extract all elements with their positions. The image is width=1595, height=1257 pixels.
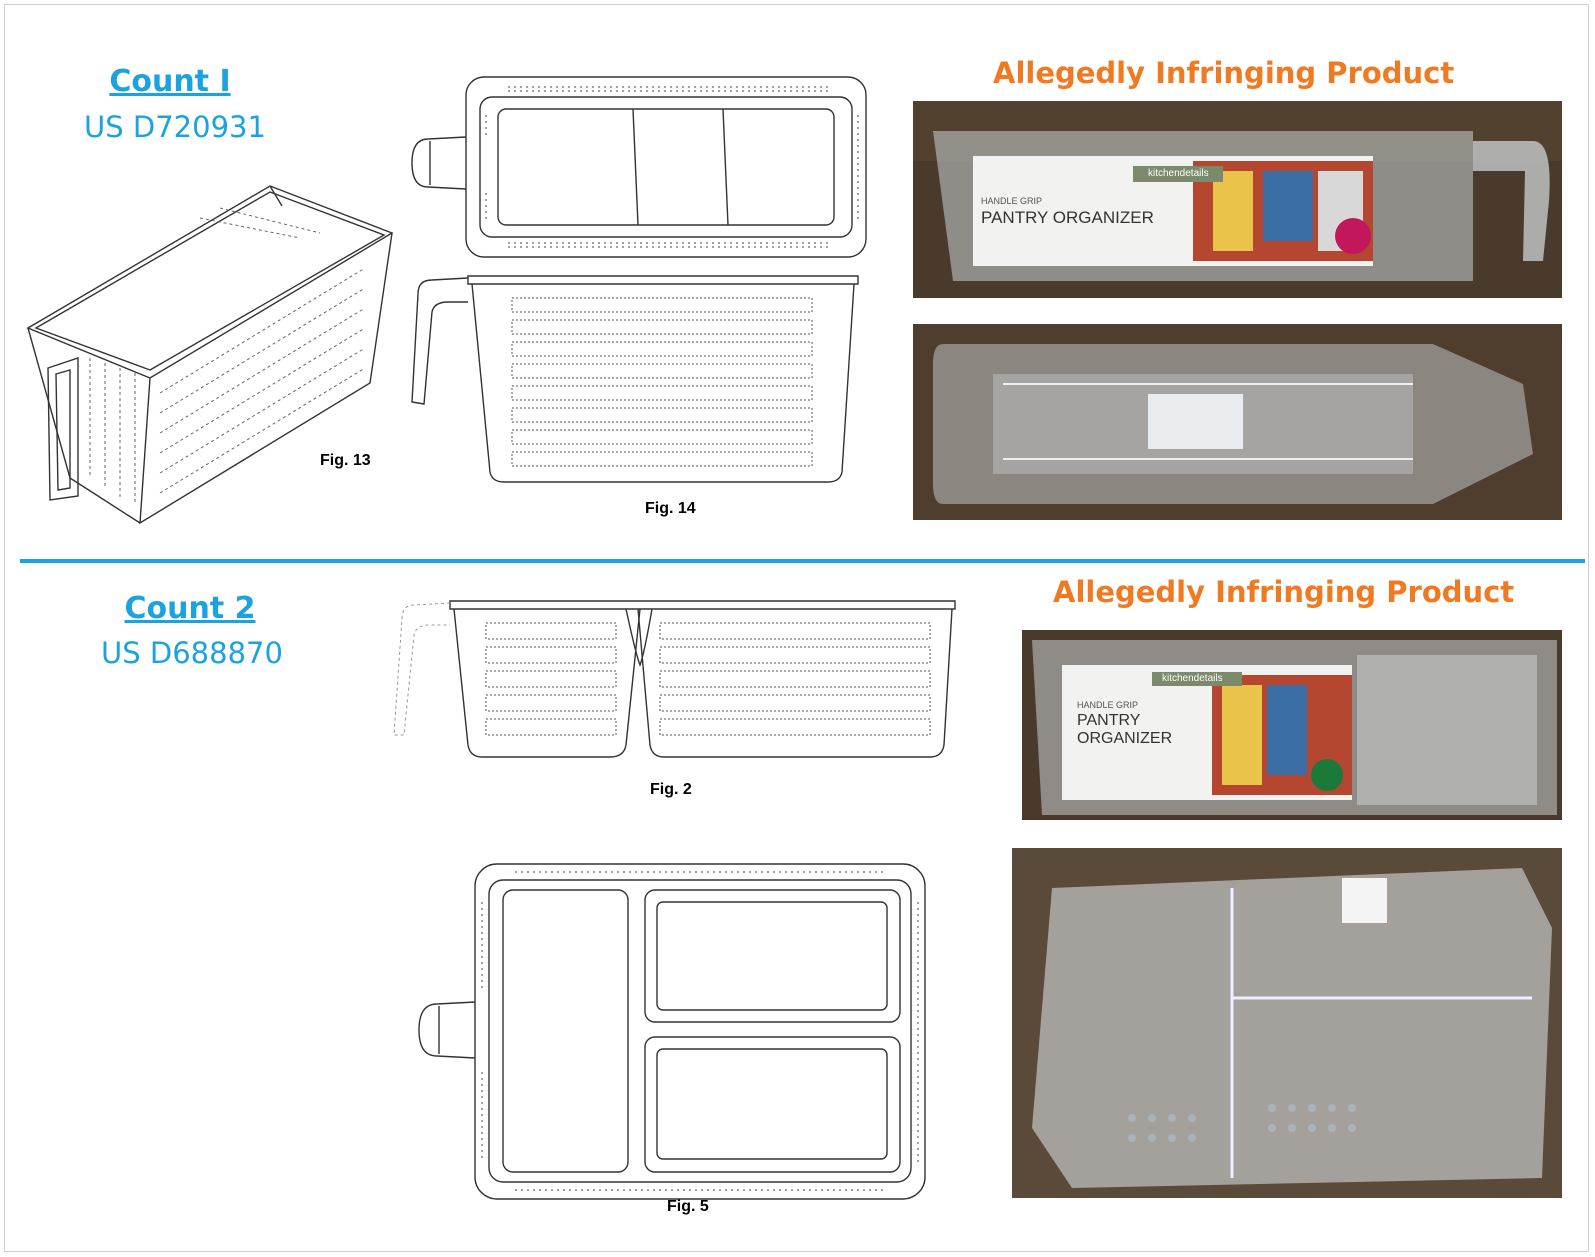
- count-2-photo-1-label-line1: HANDLE GRIP: [1077, 700, 1139, 710]
- count-1-photo-1-label-line1: HANDLE GRIP: [981, 196, 1043, 206]
- fig-13-basket-drawing: [26, 185, 394, 525]
- fig-13-dot-pattern: [89, 207, 366, 503]
- fig-14-top-view-drawing: [411, 76, 867, 258]
- fig-14-side-view-drawing: [411, 275, 859, 483]
- fig-13-label: Fig. 13: [320, 452, 371, 469]
- count-2-product-heading: Allegedly Infringing Product: [1053, 575, 1515, 609]
- count-2-product-photo-2: [1012, 848, 1562, 1198]
- fig-14-label: Fig. 14: [645, 500, 696, 517]
- fig-5-top-view-drawing: [418, 863, 926, 1200]
- count-2-photo-1-label-line2: PANTRY: [1077, 712, 1141, 729]
- count-1-product-photo-1: kitchendetails HANDLE GRIP PANTRY ORGANI…: [913, 101, 1562, 298]
- count-2-title[interactable]: Count 2: [124, 591, 256, 626]
- count-1-photo-1-label-line2: PANTRY ORGANIZER: [981, 208, 1154, 227]
- fig-2-grid-pattern: [485, 622, 931, 736]
- count-2-photo-1-brand: kitchendetails: [1162, 673, 1223, 684]
- fig-14-grid-pattern: [511, 297, 813, 467]
- fig-5-label: Fig. 5: [667, 1198, 709, 1215]
- count-1-product-heading: Allegedly Infringing Product: [993, 56, 1455, 90]
- count-1-photo-1-brand: kitchendetails: [1148, 168, 1209, 179]
- section-divider: [20, 559, 1585, 563]
- count-2-patent-number: US D688870: [101, 636, 283, 670]
- count-1-product-photo-2: [913, 324, 1562, 520]
- fig-2-label: Fig. 2: [650, 781, 692, 798]
- count-2-product-photo-1: kitchendetails HANDLE GRIP PANTRY ORGANI…: [1022, 630, 1562, 820]
- count-1-title[interactable]: Count I: [109, 64, 231, 99]
- page-frame: [4, 4, 1589, 1252]
- fig-2-side-view-drawing: [393, 600, 956, 758]
- count-1-patent-number: US D720931: [84, 110, 266, 144]
- count-2-photo-1-label-line3: ORGANIZER: [1077, 730, 1173, 747]
